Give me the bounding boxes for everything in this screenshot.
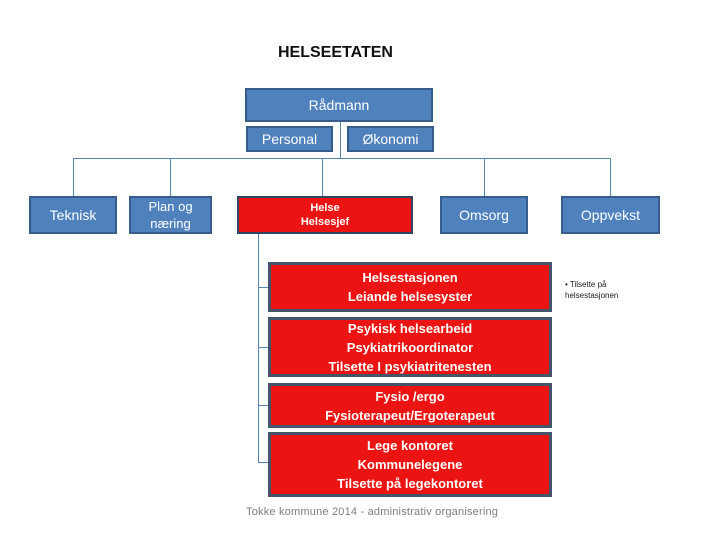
org-box-label: Økonomi bbox=[362, 130, 419, 147]
org-box-omsorg: Omsorg bbox=[440, 196, 528, 234]
side-note: • Tilsette på helsestasjonen bbox=[565, 279, 618, 301]
connector-drop-teknisk bbox=[73, 158, 74, 196]
org-box-label: Omsorg bbox=[459, 206, 509, 223]
connector-stub-fysio bbox=[258, 405, 268, 406]
org-box-personal: Personal bbox=[246, 126, 333, 152]
org-box-label: Teknisk bbox=[49, 206, 97, 223]
connector-stub-helsestasjonen bbox=[258, 287, 268, 288]
org-box-label-line: Tilsette på legekontoret bbox=[337, 476, 483, 491]
footer-caption: Tokke kommune 2014 - administrativ organ… bbox=[246, 506, 499, 518]
org-box-label-line: Helsesjef bbox=[300, 216, 350, 228]
org-box-helsestasjonen: Helsestasjonen Leiande helsesyster bbox=[268, 262, 552, 312]
connector-stub-psykisk bbox=[258, 347, 268, 348]
org-box-label: Rådmann bbox=[308, 96, 370, 113]
connector-drop-plan-naering bbox=[170, 158, 171, 196]
side-note-line: helsestasjonen bbox=[565, 291, 619, 300]
connector-helse-subtree-spine bbox=[258, 234, 259, 463]
org-box-helse: Helse Helsesjef bbox=[237, 196, 413, 234]
org-box-label-line: Fysioterapeut/Ergoterapeut bbox=[325, 407, 495, 423]
connector-horizontal-rail bbox=[73, 158, 611, 159]
org-box-label-line: Tilsette I psykiatritenesten bbox=[328, 358, 492, 374]
org-box-psykisk-helsearbeid: Psykisk helsearbeid Psykiatrikoordinator… bbox=[268, 317, 552, 377]
org-box-oppvekst: Oppvekst bbox=[561, 196, 660, 234]
org-box-label-line: Plan og bbox=[148, 199, 193, 214]
connector-drop-oppvekst bbox=[610, 158, 611, 196]
org-box-label-line: Fysio /ergo bbox=[375, 388, 445, 404]
org-box-label-line: Psykisk helsearbeid bbox=[347, 320, 473, 336]
org-box-label-line: Psykiatrikoordinator bbox=[346, 339, 474, 355]
org-box-teknisk: Teknisk bbox=[29, 196, 117, 234]
org-box-label-line: Helse bbox=[310, 202, 340, 214]
org-box-label-line: Kommunelegene bbox=[357, 457, 463, 472]
org-box-fysio-ergo: Fysio /ergo Fysioterapeut/Ergoterapeut bbox=[268, 383, 552, 428]
org-box-plan-naering: Plan og næring bbox=[129, 196, 212, 234]
org-box-label-line: Leiande helsesyster bbox=[347, 289, 473, 304]
org-box-legekontoret: Lege kontoret Kommunelegene Tilsette på … bbox=[268, 432, 552, 497]
org-box-label-line: Lege kontoret bbox=[367, 438, 453, 453]
org-box-label-line: næring bbox=[150, 216, 191, 231]
org-box-label: Oppvekst bbox=[580, 206, 641, 223]
org-box-label-line: Helsestasjonen bbox=[362, 270, 458, 285]
page-title: HELSEETATEN bbox=[278, 44, 393, 61]
connector-root-drop bbox=[340, 122, 341, 158]
connector-drop-omsorg bbox=[484, 158, 485, 196]
org-box-radmann: Rådmann bbox=[245, 88, 433, 122]
side-note-line: • Tilsette på bbox=[565, 280, 607, 289]
org-box-label: Personal bbox=[261, 130, 318, 147]
connector-drop-helse bbox=[322, 158, 323, 196]
org-box-okonomi: Økonomi bbox=[347, 126, 434, 152]
connector-stub-legekontoret bbox=[258, 462, 268, 463]
